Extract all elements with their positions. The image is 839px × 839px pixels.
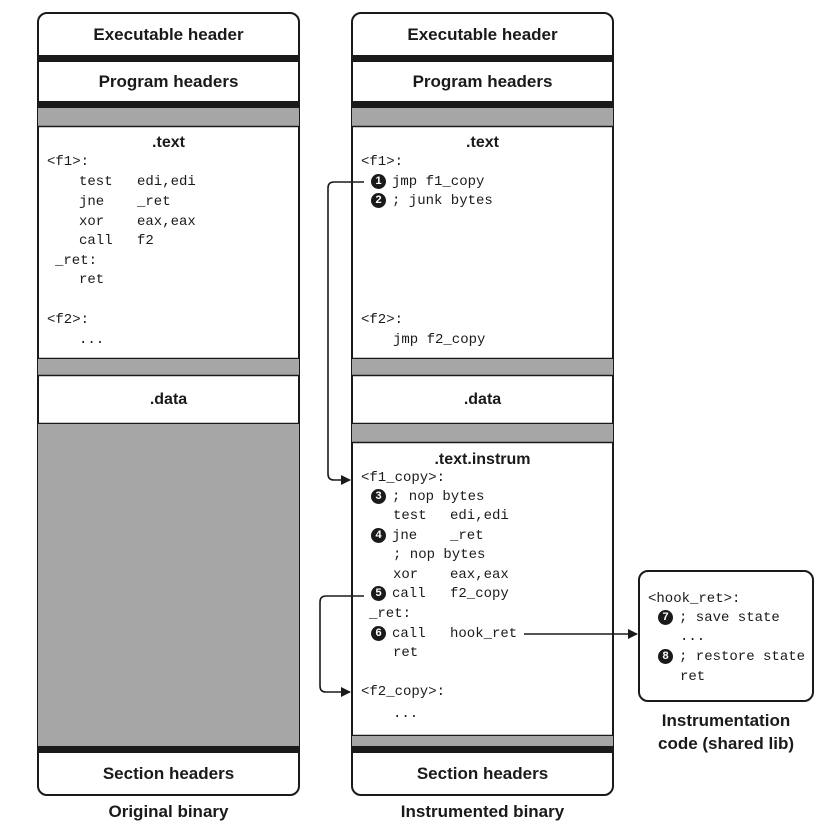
- code-label-ret: _ret:: [55, 253, 98, 269]
- code-op: call: [392, 626, 426, 642]
- instrumented-executable-header: Executable header: [407, 25, 558, 44]
- callout-7-badge: 7: [658, 610, 673, 625]
- code-label-hook-ret: <hook_ret>:: [648, 591, 741, 607]
- code-text: jmp f1_copy: [392, 174, 485, 190]
- original-section-headers: Section headers: [102, 764, 235, 783]
- arrow-call-to-f2-copy: [319, 595, 364, 697]
- instrumented-data-section-title: .data: [463, 391, 502, 408]
- original-gap-1: [38, 108, 299, 126]
- code-arg: _ret: [137, 194, 171, 210]
- code-arg: eax,eax: [137, 214, 196, 230]
- original-divider-3: [38, 746, 299, 753]
- code-ellipsis: ...: [393, 706, 419, 722]
- code-line-junk: 2 ; junk bytes: [371, 191, 493, 211]
- instrumented-divider-1: [352, 55, 613, 62]
- instrumented-section-headers: Section headers: [416, 764, 549, 783]
- code-op: test: [79, 174, 113, 190]
- instrumented-gap-1: [352, 108, 613, 126]
- code-op: test: [393, 508, 427, 524]
- code-op: call: [392, 586, 426, 602]
- original-divider-1: [38, 55, 299, 62]
- code-label-ret: _ret:: [369, 606, 412, 622]
- original-binary-box: [37, 12, 300, 796]
- code-arg: _ret: [450, 528, 484, 544]
- instrumented-gap-2: [352, 359, 613, 375]
- original-gap-large: [38, 424, 299, 746]
- code-label-f2: <f2>:: [361, 312, 404, 328]
- arrow-jmp-to-f1-copy: [327, 181, 364, 485]
- code-text: ; save state: [679, 610, 780, 626]
- code-label-f1-copy: <f1_copy>:: [361, 470, 446, 486]
- code-label-f1: <f1>:: [47, 154, 90, 170]
- original-data-section-title: .data: [149, 391, 188, 408]
- code-ellipsis: ...: [79, 332, 105, 348]
- code-line-jmp: 1 jmp f1_copy: [371, 172, 484, 192]
- code-label-f2: <f2>:: [47, 312, 90, 328]
- code-arg: f2_copy: [450, 586, 509, 602]
- code-arg: edi,edi: [137, 174, 196, 190]
- hook-box: [638, 570, 814, 702]
- code-line-nop1: 3 ; nop bytes: [371, 487, 484, 507]
- instrumented-divider-2: [352, 101, 613, 108]
- original-binary-caption: Original binary: [108, 802, 229, 821]
- callout-8-badge: 8: [658, 649, 673, 664]
- code-line-call-f2: 5 call: [371, 584, 426, 604]
- callout-6-badge: 6: [371, 626, 386, 641]
- code-line-restore: 8 ; restore state: [658, 647, 805, 667]
- code-op: call: [79, 233, 113, 249]
- instrumented-divider-3: [352, 746, 613, 753]
- instrumented-gap-4: [352, 736, 613, 746]
- callout-1-badge: 1: [371, 174, 386, 189]
- original-code: <f1>: test edi,edi jne _ret xor eax,eax …: [47, 152, 287, 352]
- code-line-jne: 4 jne: [371, 526, 417, 546]
- hook-code: <hook_ret>: 7 ; save state ... 8 ; restore…: [648, 589, 808, 689]
- code-op: ret: [680, 669, 706, 685]
- code-label-f1: <f1>:: [361, 154, 404, 170]
- code-arg: edi,edi: [450, 508, 509, 524]
- original-gap-2: [38, 359, 299, 375]
- code-op: ret: [393, 645, 419, 661]
- hook-caption-line2: code (shared lib): [657, 734, 795, 753]
- code-text: ; restore state: [679, 649, 806, 665]
- hook-caption-line1: Instrumentation: [661, 711, 791, 730]
- instrumented-text-section-title: .text: [466, 134, 499, 151]
- code-arg: eax,eax: [450, 567, 509, 583]
- code-line-jmp-f2: jmp f2_copy: [393, 332, 486, 348]
- code-arg: hook_ret: [450, 626, 518, 642]
- code-ellipsis: ...: [680, 629, 706, 645]
- text-instrum-section-title: .text.instrum: [434, 451, 531, 468]
- code-op: jne: [392, 528, 418, 544]
- original-executable-header: Executable header: [93, 25, 244, 44]
- code-line-call-hook: 6 call: [371, 624, 426, 644]
- instrumented-text-code: <f1>: 1 jmp f1_copy 2 ; junk bytes <f2>: j…: [361, 152, 601, 352]
- instrumented-gap-3: [352, 424, 613, 442]
- original-program-headers: Program headers: [98, 72, 239, 91]
- code-line-save: 7 ; save state: [658, 608, 780, 628]
- code-label-f2-copy: <f2_copy>:: [361, 684, 446, 700]
- code-op: jne: [79, 194, 105, 210]
- code-op: ret: [79, 272, 105, 288]
- callout-3-badge: 3: [371, 489, 386, 504]
- instrumented-program-headers: Program headers: [412, 72, 553, 91]
- instrumented-binary-box: [351, 12, 614, 796]
- code-op: xor: [79, 214, 105, 230]
- original-text-section-title: .text: [152, 134, 185, 151]
- instrumented-binary-caption: Instrumented binary: [400, 802, 565, 821]
- callout-4-badge: 4: [371, 528, 386, 543]
- callout-2-badge: 2: [371, 193, 386, 208]
- code-text: ; nop bytes: [392, 489, 485, 505]
- code-line-nop2: ; nop bytes: [393, 547, 486, 563]
- code-text: ; junk bytes: [392, 193, 493, 209]
- code-op: xor: [393, 567, 419, 583]
- code-arg: f2: [137, 233, 154, 249]
- callout-5-badge: 5: [371, 586, 386, 601]
- instrum-code: <f1_copy>: 3 ; nop bytes test edi,edi 4 jn…: [361, 468, 601, 728]
- original-divider-2: [38, 101, 299, 108]
